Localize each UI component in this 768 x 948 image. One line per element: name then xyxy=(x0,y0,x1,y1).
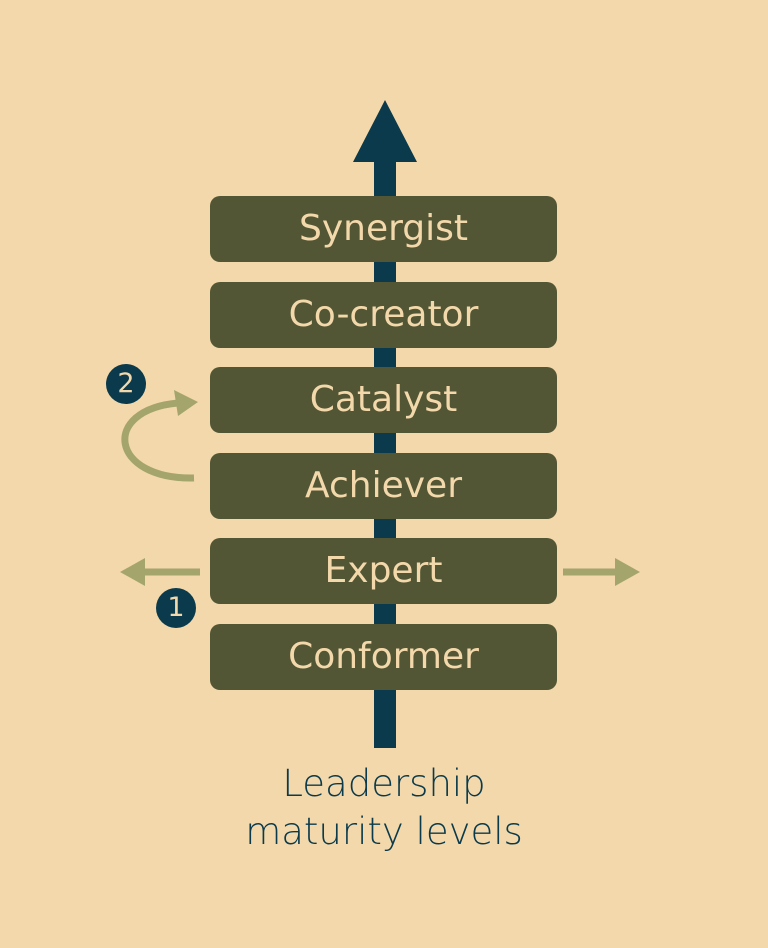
caption-line-1: Leadership xyxy=(282,762,486,805)
level-achiever: Achiever xyxy=(210,453,557,519)
level-conformer: Conformer xyxy=(210,624,557,690)
axis-caption: Leadership maturity levels xyxy=(184,760,584,856)
level-expert: Expert xyxy=(210,538,557,604)
badge-two: 2 xyxy=(106,364,146,404)
badge-one: 1 xyxy=(156,588,196,628)
caption-line-2: maturity levels xyxy=(245,810,523,853)
level-catalyst: Catalyst xyxy=(210,367,557,433)
curved-arrow-icon xyxy=(121,390,198,482)
level-synergist: Synergist xyxy=(210,196,557,262)
level-co-creator: Co-creator xyxy=(210,282,557,348)
left-arrow-icon xyxy=(120,558,200,586)
right-arrow-icon xyxy=(563,558,640,586)
